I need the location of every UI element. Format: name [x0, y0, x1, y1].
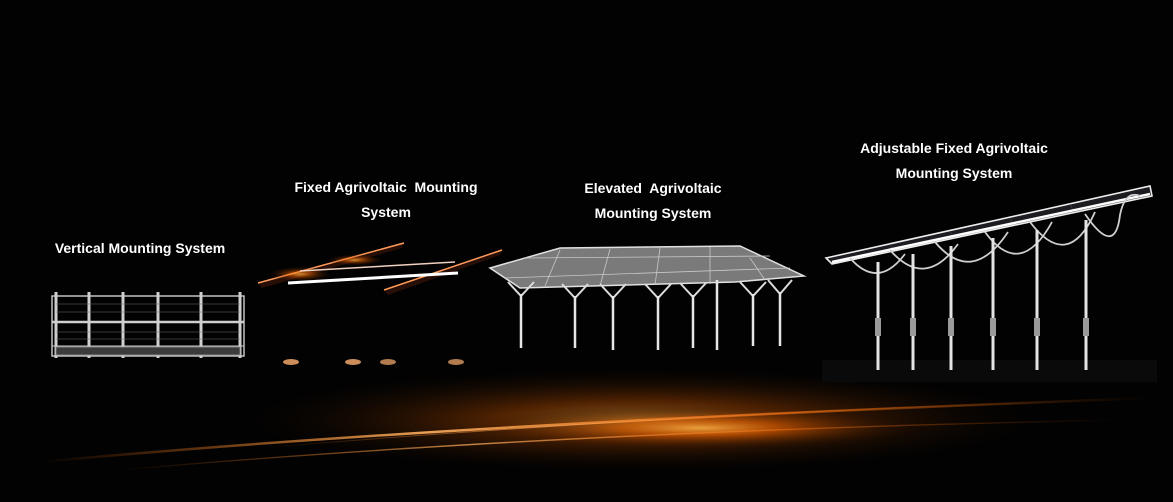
title-adjustable-fixed-agrivoltaic-mounting-system: Adjustable Fixed Agrivoltaic Mounting Sy… [842, 136, 1066, 186]
title-line: System [361, 204, 411, 220]
title-line: Mounting System [594, 205, 712, 221]
title-line: Vertical Mounting System [54, 240, 226, 256]
vertical-mounting-illustration [51, 292, 245, 358]
floor-glow [39, 365, 1151, 475]
title-elevated-agrivoltaic-mounting-system: Elevated Agrivoltaic Mounting System [560, 176, 746, 226]
elevated-agrivoltaic-illustration [488, 245, 807, 350]
title-line: Adjustable Fixed Agrivoltaic [860, 140, 1048, 156]
fixed-agrivoltaic-illustration [257, 242, 503, 366]
title-line: Elevated Agrivoltaic [584, 180, 722, 196]
title-line: Mounting System [895, 165, 1013, 181]
title-fixed-agrivoltaic-mounting-system: Fixed Agrivoltaic Mounting System [276, 175, 496, 225]
adjustable-agrivoltaic-illustration [822, 185, 1157, 382]
title-line: Fixed Agrivoltaic Mounting [294, 179, 478, 195]
title-vertical-mounting-system: Vertical Mounting System [40, 236, 240, 261]
